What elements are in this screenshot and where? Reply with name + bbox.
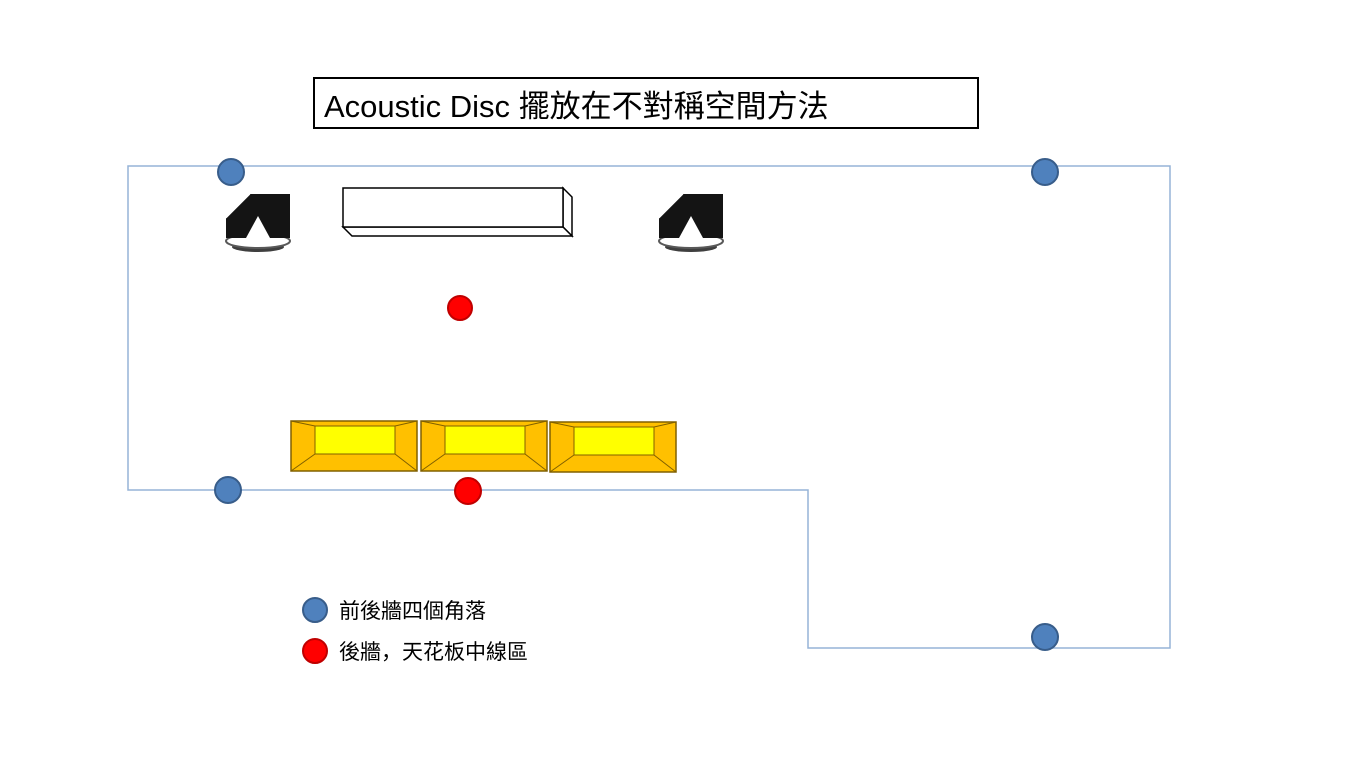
blue-disc-bottom-right [1031,623,1059,651]
sofa-block-2 [420,420,548,472]
legend-item-blue: 前後牆四個角落 [302,595,528,625]
red-disc-icon [302,638,328,664]
red-disc-rear-wall [454,477,482,505]
legend: 前後牆四個角落 後牆，天花板中線區 [302,595,528,677]
red-disc-ceiling-midline [447,295,473,321]
page-title: Acoustic Disc 擺放在不對稱空間方法 [324,88,829,124]
blue-disc-icon [302,597,328,623]
tv-cabinet [341,186,574,238]
room-outline [127,165,1171,649]
legend-label-blue: 前後牆四個角落 [339,600,486,623]
legend-item-red: 後牆，天花板中線區 [302,636,528,666]
blue-disc-top-right [1031,158,1059,186]
blue-disc-top-left [217,158,245,186]
legend-label-red: 後牆，天花板中線區 [339,641,528,664]
blue-disc-bottom-left [214,476,242,504]
sofa-block-3 [549,421,677,473]
sofa-block-1 [290,420,418,472]
title-box: Acoustic Disc 擺放在不對稱空間方法 [313,77,979,129]
left-speaker-icon [225,193,291,253]
right-speaker-icon [658,193,724,253]
